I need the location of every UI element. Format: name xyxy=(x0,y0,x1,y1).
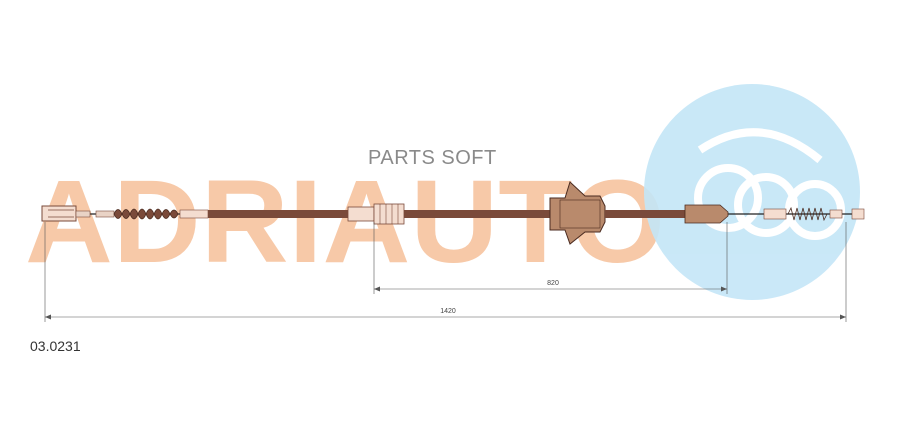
dimension-inner: 820 xyxy=(373,222,728,294)
right-ferrule xyxy=(684,204,729,224)
emblem-icon xyxy=(644,84,860,300)
left-end-fitting xyxy=(41,205,91,222)
part-number: 03.0231 xyxy=(30,338,81,354)
dimension-inner-label: 820 xyxy=(547,280,559,287)
left-sheath xyxy=(208,210,348,218)
cable-assembly xyxy=(41,181,865,245)
dimension-total-label: 1420 xyxy=(440,308,456,315)
watermark-text: PARTS SOFT xyxy=(368,147,497,169)
adjuster-fitting xyxy=(347,203,405,225)
right-end-fitting xyxy=(763,206,865,222)
rubber-boot xyxy=(95,208,179,220)
grommet xyxy=(549,181,606,245)
left-sleeve xyxy=(179,209,209,219)
right-sheath xyxy=(605,210,685,218)
middle-sheath xyxy=(404,210,554,218)
dimension-total: 1420 xyxy=(44,222,847,322)
